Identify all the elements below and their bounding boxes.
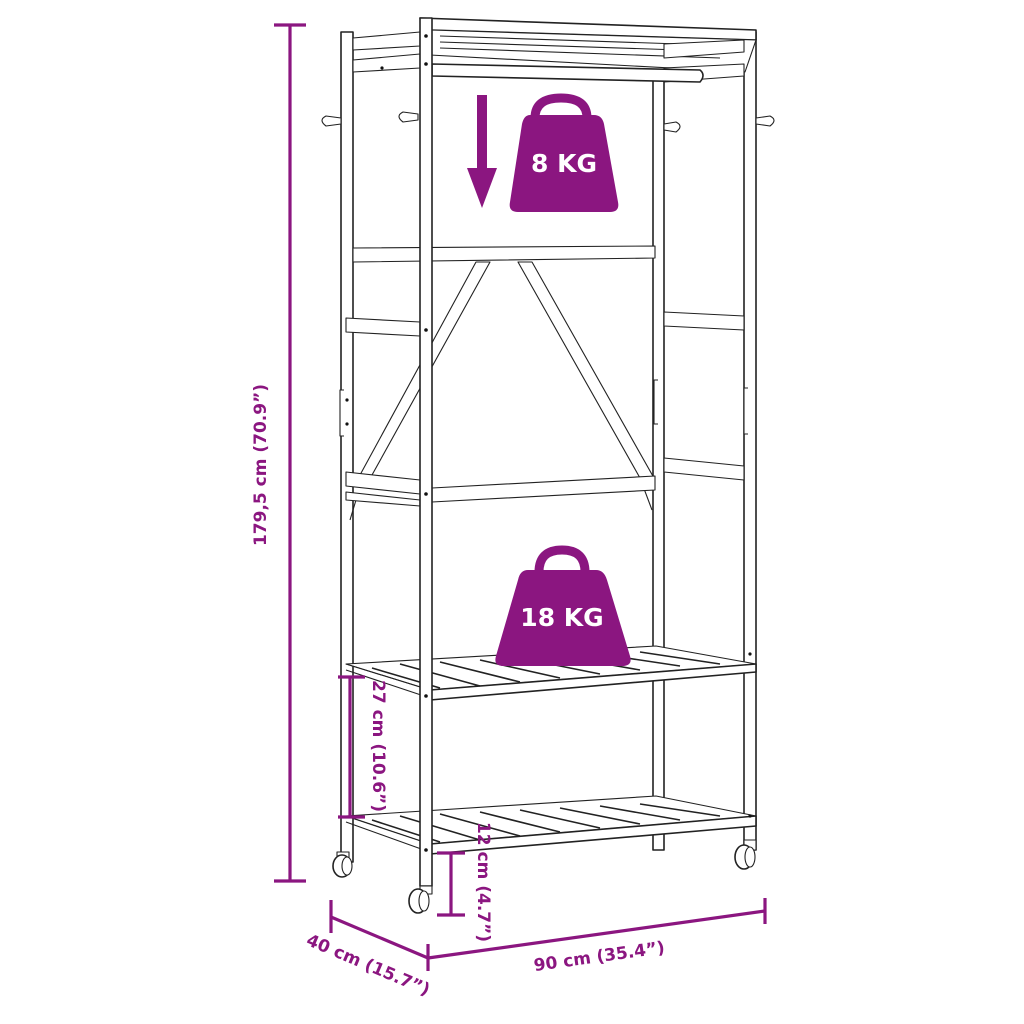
- caster-wheel-icon: [408, 885, 433, 914]
- hanging-rail: [431, 63, 704, 83]
- caster-wheel-icon: [734, 839, 757, 870]
- middle-crossbar: [431, 475, 656, 503]
- hook-icon: [321, 115, 342, 127]
- shelf-load-label: 18 KG: [520, 603, 603, 632]
- weight-icon: 18 KG: [495, 545, 631, 666]
- diagonal-brace-right: [517, 261, 655, 479]
- weight-icon: 8 KG: [509, 93, 619, 212]
- top-load-indicator: 8 KG: [467, 93, 619, 212]
- width-label: 90 cm (35.4”): [533, 938, 666, 976]
- caster-wheel-icon: [332, 851, 353, 878]
- shelf-spacing-label: 27 cm (10.6”): [368, 680, 388, 812]
- upper-crossbar: [352, 245, 656, 263]
- down-arrow-icon: [467, 95, 497, 208]
- hook-icon: [663, 121, 681, 133]
- ground-clearance-label: 12 cm (4.7”): [473, 822, 493, 942]
- hook-icon: [398, 111, 419, 123]
- hook-icon: [755, 115, 775, 127]
- front-right-inner-post: [652, 79, 665, 851]
- height-label: 179,5 cm (70.9”): [251, 384, 271, 546]
- front-left-post: [419, 17, 433, 887]
- back-right-post: [743, 31, 757, 851]
- clothes-rack-drawing: [321, 17, 775, 914]
- depth-label: 40 cm (15.7”): [303, 930, 432, 1000]
- shelf-load-indicator: 18 KG: [495, 545, 631, 666]
- dimension-lines: [274, 23, 767, 971]
- top-load-label: 8 KG: [531, 149, 597, 178]
